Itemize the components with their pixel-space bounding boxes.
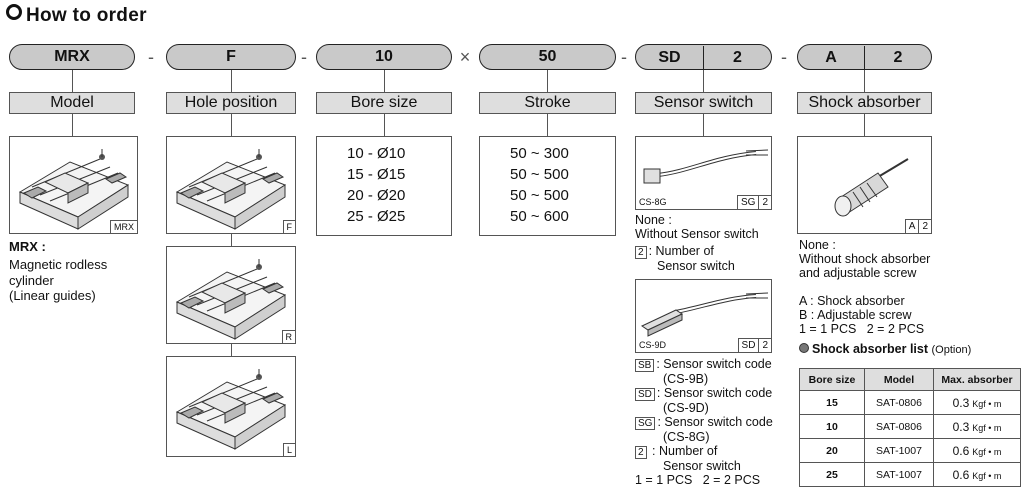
image-tag: F xyxy=(282,220,295,233)
separator: - xyxy=(621,47,627,67)
separator: - xyxy=(301,47,307,67)
cylinder-image xyxy=(176,368,286,450)
model-description: Magnetic rodless cylinder (Linear guides… xyxy=(9,257,108,303)
sensor-switch-image xyxy=(643,149,769,184)
table-header-row: Bore size Model Max. absorber xyxy=(799,368,1021,391)
shock-none-text: None : Without shock absorber and adjust… xyxy=(799,238,931,280)
connector-line xyxy=(72,70,73,92)
list-item: 25 - Ø25 xyxy=(347,208,406,225)
separator: - xyxy=(148,47,154,67)
label-shock-absorber: Shock absorber xyxy=(797,92,932,114)
stroke-list: 50 ~ 300 50 ~ 500 50 ~ 500 50 ~ 600 xyxy=(479,136,616,236)
sensor-number-text: 2: Number of Sensor switch xyxy=(635,244,735,273)
list-item: 50 ~ 500 xyxy=(510,187,569,204)
label-hole-position: Hole position xyxy=(166,92,296,114)
label-sensor-switch: Sensor switch xyxy=(635,92,772,114)
list-item: SD: Sensor switch code (CS-9D) xyxy=(635,386,773,415)
sensor-switch-image xyxy=(640,292,769,337)
list-item: 50 ~ 500 xyxy=(510,166,569,183)
connector-line xyxy=(384,70,385,92)
list-item: SG: Sensor switch code (CS-8G) xyxy=(635,415,773,444)
list-item: 50 ~ 300 xyxy=(510,145,569,162)
connector-line xyxy=(703,114,704,136)
shock-absorber-icon xyxy=(834,158,909,217)
table-row: 10 SAT-0806 0.3 Kgf • m xyxy=(799,414,1021,439)
connector-line xyxy=(231,344,232,356)
hole-position-image-l: L xyxy=(166,356,296,457)
connector-line xyxy=(384,114,385,136)
connector-line xyxy=(547,114,548,136)
label-model: Model xyxy=(9,92,135,114)
code-pill-hole-position: F xyxy=(166,44,296,70)
code-pill-bore-size: 10 xyxy=(316,44,452,70)
image-tag: L xyxy=(282,443,295,456)
code-pill-model: MRX xyxy=(9,44,135,70)
connector-line xyxy=(72,114,73,136)
hole-position-image-r: R xyxy=(166,246,296,344)
connector-line xyxy=(547,70,548,92)
sensor-code-list: SB: Sensor switch code (CS-9B) SD: Senso… xyxy=(635,357,773,487)
separator: - xyxy=(781,47,787,67)
table-row: 20 SAT-1007 0.6 Kgf • m xyxy=(799,438,1021,463)
connector-line xyxy=(231,234,232,246)
connector-line xyxy=(864,114,865,136)
model-name: MRX : xyxy=(9,239,46,254)
connector-line xyxy=(231,70,232,92)
cylinder-image xyxy=(19,148,129,230)
bullet-icon xyxy=(799,343,809,353)
cylinder-image xyxy=(176,148,286,230)
page-title: How to order xyxy=(6,4,147,27)
circle-bullet-icon xyxy=(6,4,22,20)
list-item: 50 ~ 600 xyxy=(510,208,569,225)
hole-position-image-f: F xyxy=(166,136,296,234)
list-item: 20 - Ø20 xyxy=(347,187,406,204)
shock-options: A : Shock absorber B : Adjustable screw … xyxy=(799,294,925,336)
shock-absorber-table: Bore size Model Max. absorber 15 SAT-080… xyxy=(799,368,1021,487)
bore-size-list: 10 - Ø10 15 - Ø15 20 - Ø20 25 - Ø25 xyxy=(316,136,452,236)
connector-line xyxy=(703,70,704,92)
list-item: SB: Sensor switch code (CS-9B) xyxy=(635,357,773,386)
separator: × xyxy=(459,47,471,67)
code-pill-stroke: 50 xyxy=(479,44,616,70)
connector-line xyxy=(231,114,232,136)
sensor-none-text: None : Without Sensor switch xyxy=(635,213,759,241)
label-stroke: Stroke xyxy=(479,92,616,114)
model-image: MRX xyxy=(9,136,138,234)
table-row: 25 SAT-1007 0.6 Kgf • m xyxy=(799,462,1021,487)
list-item: 15 - Ø15 xyxy=(347,166,406,183)
list-item: 10 - Ø10 xyxy=(347,145,406,162)
image-tag: R xyxy=(281,330,295,343)
list-item: 2 : Number of Sensor switch xyxy=(635,444,773,473)
image-tag: MRX xyxy=(110,220,137,233)
cylinder-image xyxy=(176,258,286,340)
shock-list-title: Shock absorber list (Option) xyxy=(799,342,971,356)
label-bore-size: Bore size xyxy=(316,92,452,114)
table-row: 15 SAT-0806 0.3 Kgf • m xyxy=(799,390,1021,415)
connector-line xyxy=(864,70,865,92)
